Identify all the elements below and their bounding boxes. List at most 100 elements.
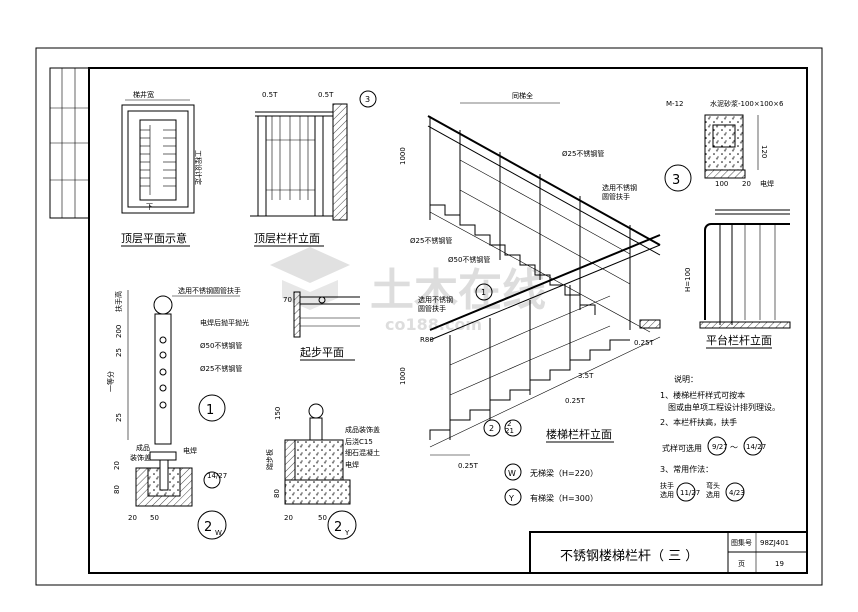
svg-text:弯头: 弯头 — [706, 481, 720, 490]
svg-text:选用不锈钢: 选用不锈钢 — [602, 183, 637, 192]
svg-text:20: 20 — [113, 461, 121, 470]
svg-text:1、楼梯栏杆样式可按本: 1、楼梯栏杆样式可按本 — [660, 390, 745, 400]
svg-text:2: 2 — [204, 520, 212, 535]
svg-text:Ø50不锈钢管: Ø50不锈钢管 — [200, 341, 242, 350]
platform-title: 平台栏杆立面 — [706, 333, 772, 347]
stair-marker-right — [504, 419, 522, 437]
svg-text:H=100: H=100 — [684, 268, 692, 293]
top-plan-label: 梯井宽 — [133, 90, 154, 99]
stair-marker-1 — [475, 283, 493, 301]
svg-text:20: 20 — [742, 180, 751, 188]
svg-text:80: 80 — [273, 489, 281, 498]
svg-text:14/27: 14/27 — [207, 472, 227, 480]
svg-text:圆管扶手: 圆管扶手 — [418, 304, 446, 313]
svg-text:选用不锈钢圆管扶手: 选用不锈钢圆管扶手 — [178, 286, 241, 295]
drawing-title: 不锈钢楼梯栏杆（ 三 ） — [560, 549, 698, 564]
detail2w-marker — [197, 510, 227, 540]
detail2y-marker — [327, 510, 357, 540]
svg-text:扶手高: 扶手高 — [114, 291, 123, 312]
svg-text:电焊: 电焊 — [760, 179, 774, 188]
svg-text:2: 2 — [334, 520, 342, 535]
svg-text:M-12: M-12 — [666, 100, 683, 108]
notes-title: 说明： — [674, 374, 698, 384]
handrail-section — [153, 295, 173, 315]
detail3-marker — [664, 164, 692, 192]
top-rail-dim: 0.5T — [262, 91, 278, 99]
svg-text:25: 25 — [115, 348, 123, 357]
notes: 说明： 1、楼梯栏杆样式可按本 图或由单项工程设计排列理设。 2、本栏杆扶高，扶… — [660, 374, 780, 502]
svg-text:3: 3 — [365, 95, 370, 104]
start-plan: 70 起步平面 — [283, 291, 360, 361]
svg-text:Y: Y — [344, 529, 350, 537]
svg-text:20: 20 — [128, 514, 137, 522]
watermark-url: co188.com — [385, 315, 482, 334]
detail-2y: 成品装饰盖 后浇C15 细石混凝土 电焊 150 踏步板 80 20 50 2 … — [265, 403, 380, 540]
detail-1: 选用不锈钢圆管扶手 电焊后抛平抛光 Ø50不锈钢管 Ø25不锈钢管 扶手高 20… — [106, 286, 249, 445]
platform-rail-elevation: H=100 平台栏杆立面 — [684, 209, 791, 349]
svg-text:100: 100 — [715, 180, 728, 188]
svg-text:圆管扶手: 圆管扶手 — [602, 192, 630, 201]
svg-text:2、本栏杆扶高，扶手: 2、本栏杆扶高，扶手 — [660, 417, 737, 427]
stair-rail-title: 楼梯栏杆立面 — [546, 427, 612, 441]
top-rail-title: 顶层栏杆立面 — [254, 231, 320, 245]
svg-text:W: W — [215, 529, 222, 537]
svg-text:0.25T: 0.25T — [634, 339, 655, 347]
svg-text:0.25T: 0.25T — [565, 397, 586, 405]
svg-text:11/27: 11/27 — [680, 489, 700, 497]
svg-text:80: 80 — [113, 485, 121, 494]
svg-text:1000: 1000 — [399, 147, 407, 165]
svg-text:25: 25 — [115, 413, 123, 422]
svg-text:120: 120 — [760, 145, 768, 158]
svg-text:0.5T: 0.5T — [318, 91, 334, 99]
start-plan-title: 起步平面 — [300, 346, 344, 359]
svg-text:选用不锈钢: 选用不锈钢 — [418, 295, 453, 304]
legend-w-text: 无梯梁（H=220） — [530, 468, 598, 478]
svg-text:成品: 成品 — [136, 443, 150, 452]
atlas-label: 图集号 — [731, 538, 752, 547]
svg-text:图或由单项工程设计排列理设。: 图或由单项工程设计排列理设。 — [668, 402, 780, 412]
detail1-marker — [198, 394, 226, 422]
svg-text:踏步板: 踏步板 — [265, 449, 274, 470]
svg-text:水泥砂浆-100×100×6: 水泥砂浆-100×100×6 — [710, 99, 784, 108]
detail-3: M-12 水泥砂浆-100×100×6 120 100 20 电焊 3 — [664, 99, 784, 192]
svg-text:成品装饰盖: 成品装饰盖 — [345, 425, 380, 434]
svg-text:200: 200 — [115, 325, 123, 338]
svg-text:式样可选用: 式样可选用 — [662, 443, 702, 453]
svg-text:选用: 选用 — [706, 490, 720, 499]
svg-text:一等分: 一等分 — [106, 371, 115, 392]
svg-text:电焊: 电焊 — [183, 446, 197, 455]
svg-text:细石混凝土: 细石混凝土 — [345, 448, 380, 457]
svg-text:后浇C15: 后浇C15 — [345, 437, 373, 446]
svg-text:Ø25不锈钢管: Ø25不锈钢管 — [410, 236, 452, 245]
svg-text:3.5T: 3.5T — [578, 372, 594, 380]
atlas-number: 98ZJ401 — [760, 539, 789, 547]
svg-text:1000: 1000 — [399, 367, 407, 385]
watermark: 土木在线 co188.com — [270, 247, 546, 334]
svg-text:1: 1 — [481, 288, 486, 297]
legend: W 无梯梁（H=220） Y 有梯梁（H=300） — [504, 463, 598, 506]
top-plan-down: 下 — [146, 203, 153, 211]
svg-text:21: 21 — [505, 427, 514, 435]
page-label: 页 — [738, 560, 745, 568]
legend-w-marker — [504, 463, 522, 481]
watermark-text: 土木在线 — [370, 265, 546, 316]
svg-text:W: W — [508, 469, 516, 478]
svg-text:20: 20 — [284, 514, 293, 522]
svg-text:Y: Y — [508, 494, 514, 503]
stair-rail-elevation: 同梯全 1000 Ø25不锈钢管 选用不 — [399, 91, 661, 470]
svg-text:Ø25不锈钢管: Ø25不锈钢管 — [200, 364, 242, 373]
svg-text:电焊: 电焊 — [345, 460, 359, 469]
svg-text:R80: R80 — [420, 336, 434, 344]
top-plan-view: 梯井宽 工程设计定 下 顶层平面示意 — [121, 90, 203, 247]
svg-text:～: ～ — [730, 443, 738, 452]
svg-text:9/27: 9/27 — [712, 443, 728, 451]
svg-text:电焊后抛平抛光: 电焊后抛平抛光 — [200, 318, 249, 327]
svg-text:50: 50 — [150, 514, 159, 522]
svg-text:2: 2 — [507, 420, 511, 428]
side-block — [49, 67, 90, 219]
outer-frame — [35, 47, 823, 586]
svg-text:Ø50不锈钢管: Ø50不锈钢管 — [448, 255, 490, 264]
detail-2w: 成品 装饰盖 电焊 14/27 20 50 20 80 2 W — [113, 443, 227, 540]
svg-text:2: 2 — [489, 424, 494, 433]
